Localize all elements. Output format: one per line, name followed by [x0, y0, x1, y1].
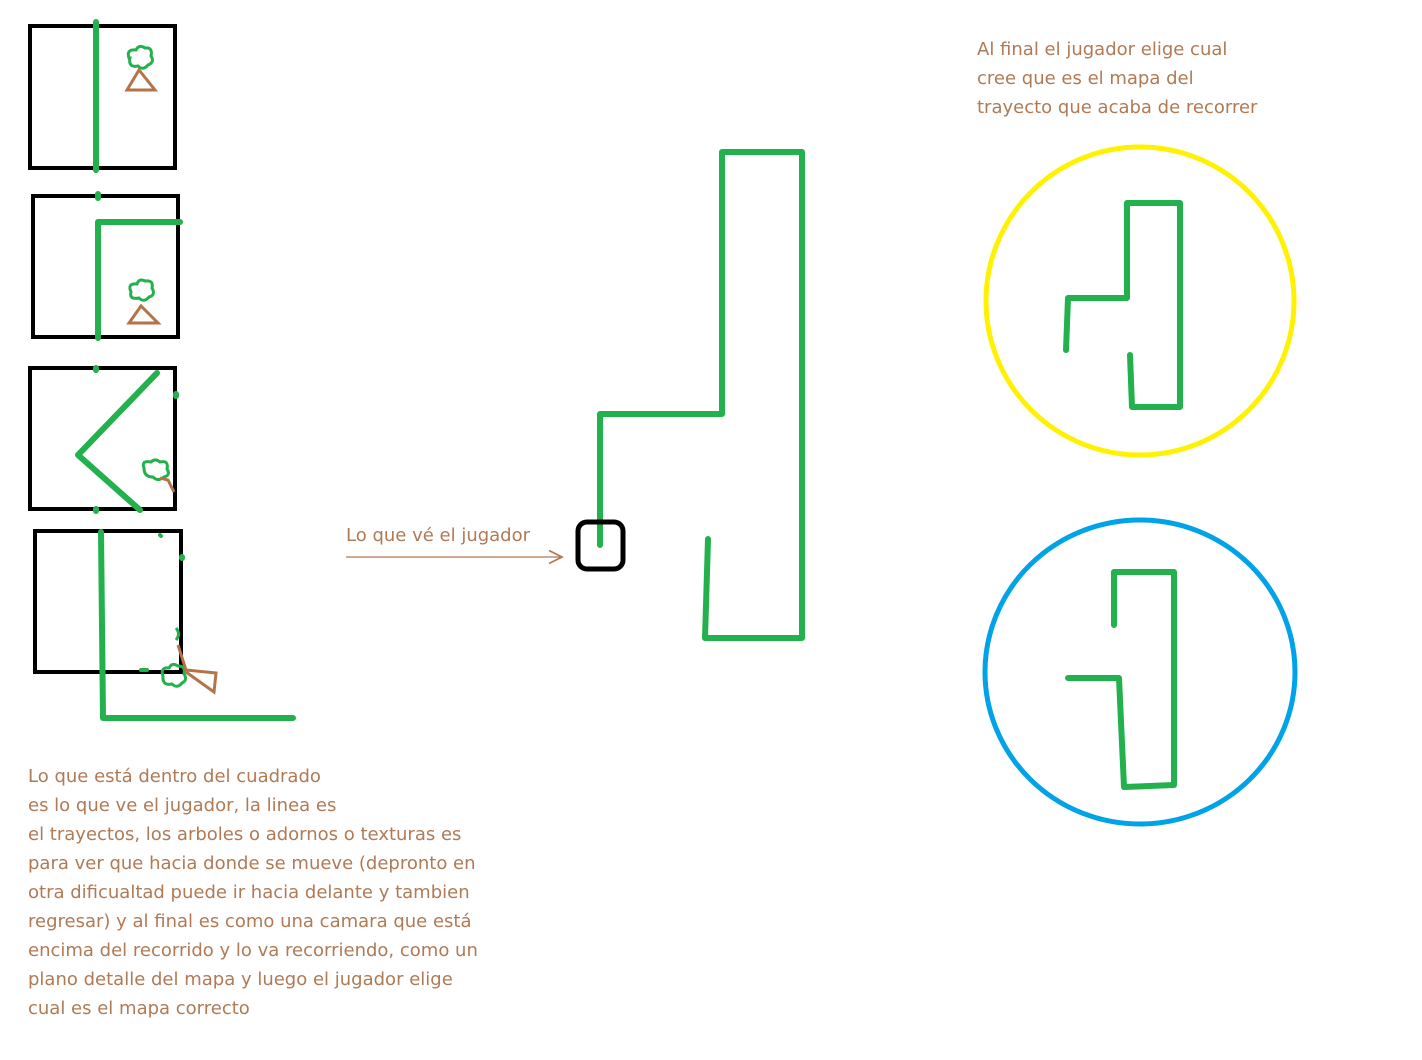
- tree-icon: [124, 44, 159, 92]
- note-line: trayecto que acaba de recorrer: [977, 97, 1258, 118]
- player-view-label: Lo que vé el jugador: [346, 521, 530, 550]
- note-line: para ver que hacia donde se mueve (depro…: [28, 853, 476, 874]
- note-line: regresar) y al final es como una camara …: [28, 911, 472, 932]
- note-line: otra dificualtad puede ir hacia delante …: [28, 882, 470, 903]
- player-view-marker: [575, 519, 626, 572]
- note-line: Lo que vé el jugador: [346, 525, 531, 546]
- note-line: es lo que ve el jugador, la linea es: [28, 795, 337, 816]
- tree-icon: [160, 644, 218, 695]
- view-frame-1: [28, 19, 177, 173]
- route-map: [597, 149, 805, 641]
- explanation-note: Lo que está dentro del cuadrado es lo qu…: [28, 762, 478, 1023]
- view-frame-2: [31, 191, 183, 341]
- tree-icon: [141, 458, 176, 493]
- note-line: plano detalle del mapa y luego el jugado…: [28, 969, 453, 990]
- tree-icon: [126, 278, 162, 325]
- map-option-blue[interactable]: [982, 517, 1298, 827]
- view-frame-3: [28, 365, 179, 514]
- note-line: encima del recorrido y lo va recorriendo…: [28, 940, 478, 961]
- note-line: Al final el jugador elige cual: [977, 39, 1228, 60]
- note-line: Lo que está dentro del cuadrado: [28, 766, 321, 787]
- note-line: cual es el mapa correcto: [28, 998, 250, 1019]
- note-line: el trayectos, los arboles o adornos o te…: [28, 824, 462, 845]
- note-line: cree que es el mapa del: [977, 68, 1194, 89]
- map-option-yellow[interactable]: [983, 144, 1297, 458]
- view-frame-4: [33, 529, 296, 721]
- final-choice-note: Al final el jugador elige cual cree que …: [977, 35, 1257, 122]
